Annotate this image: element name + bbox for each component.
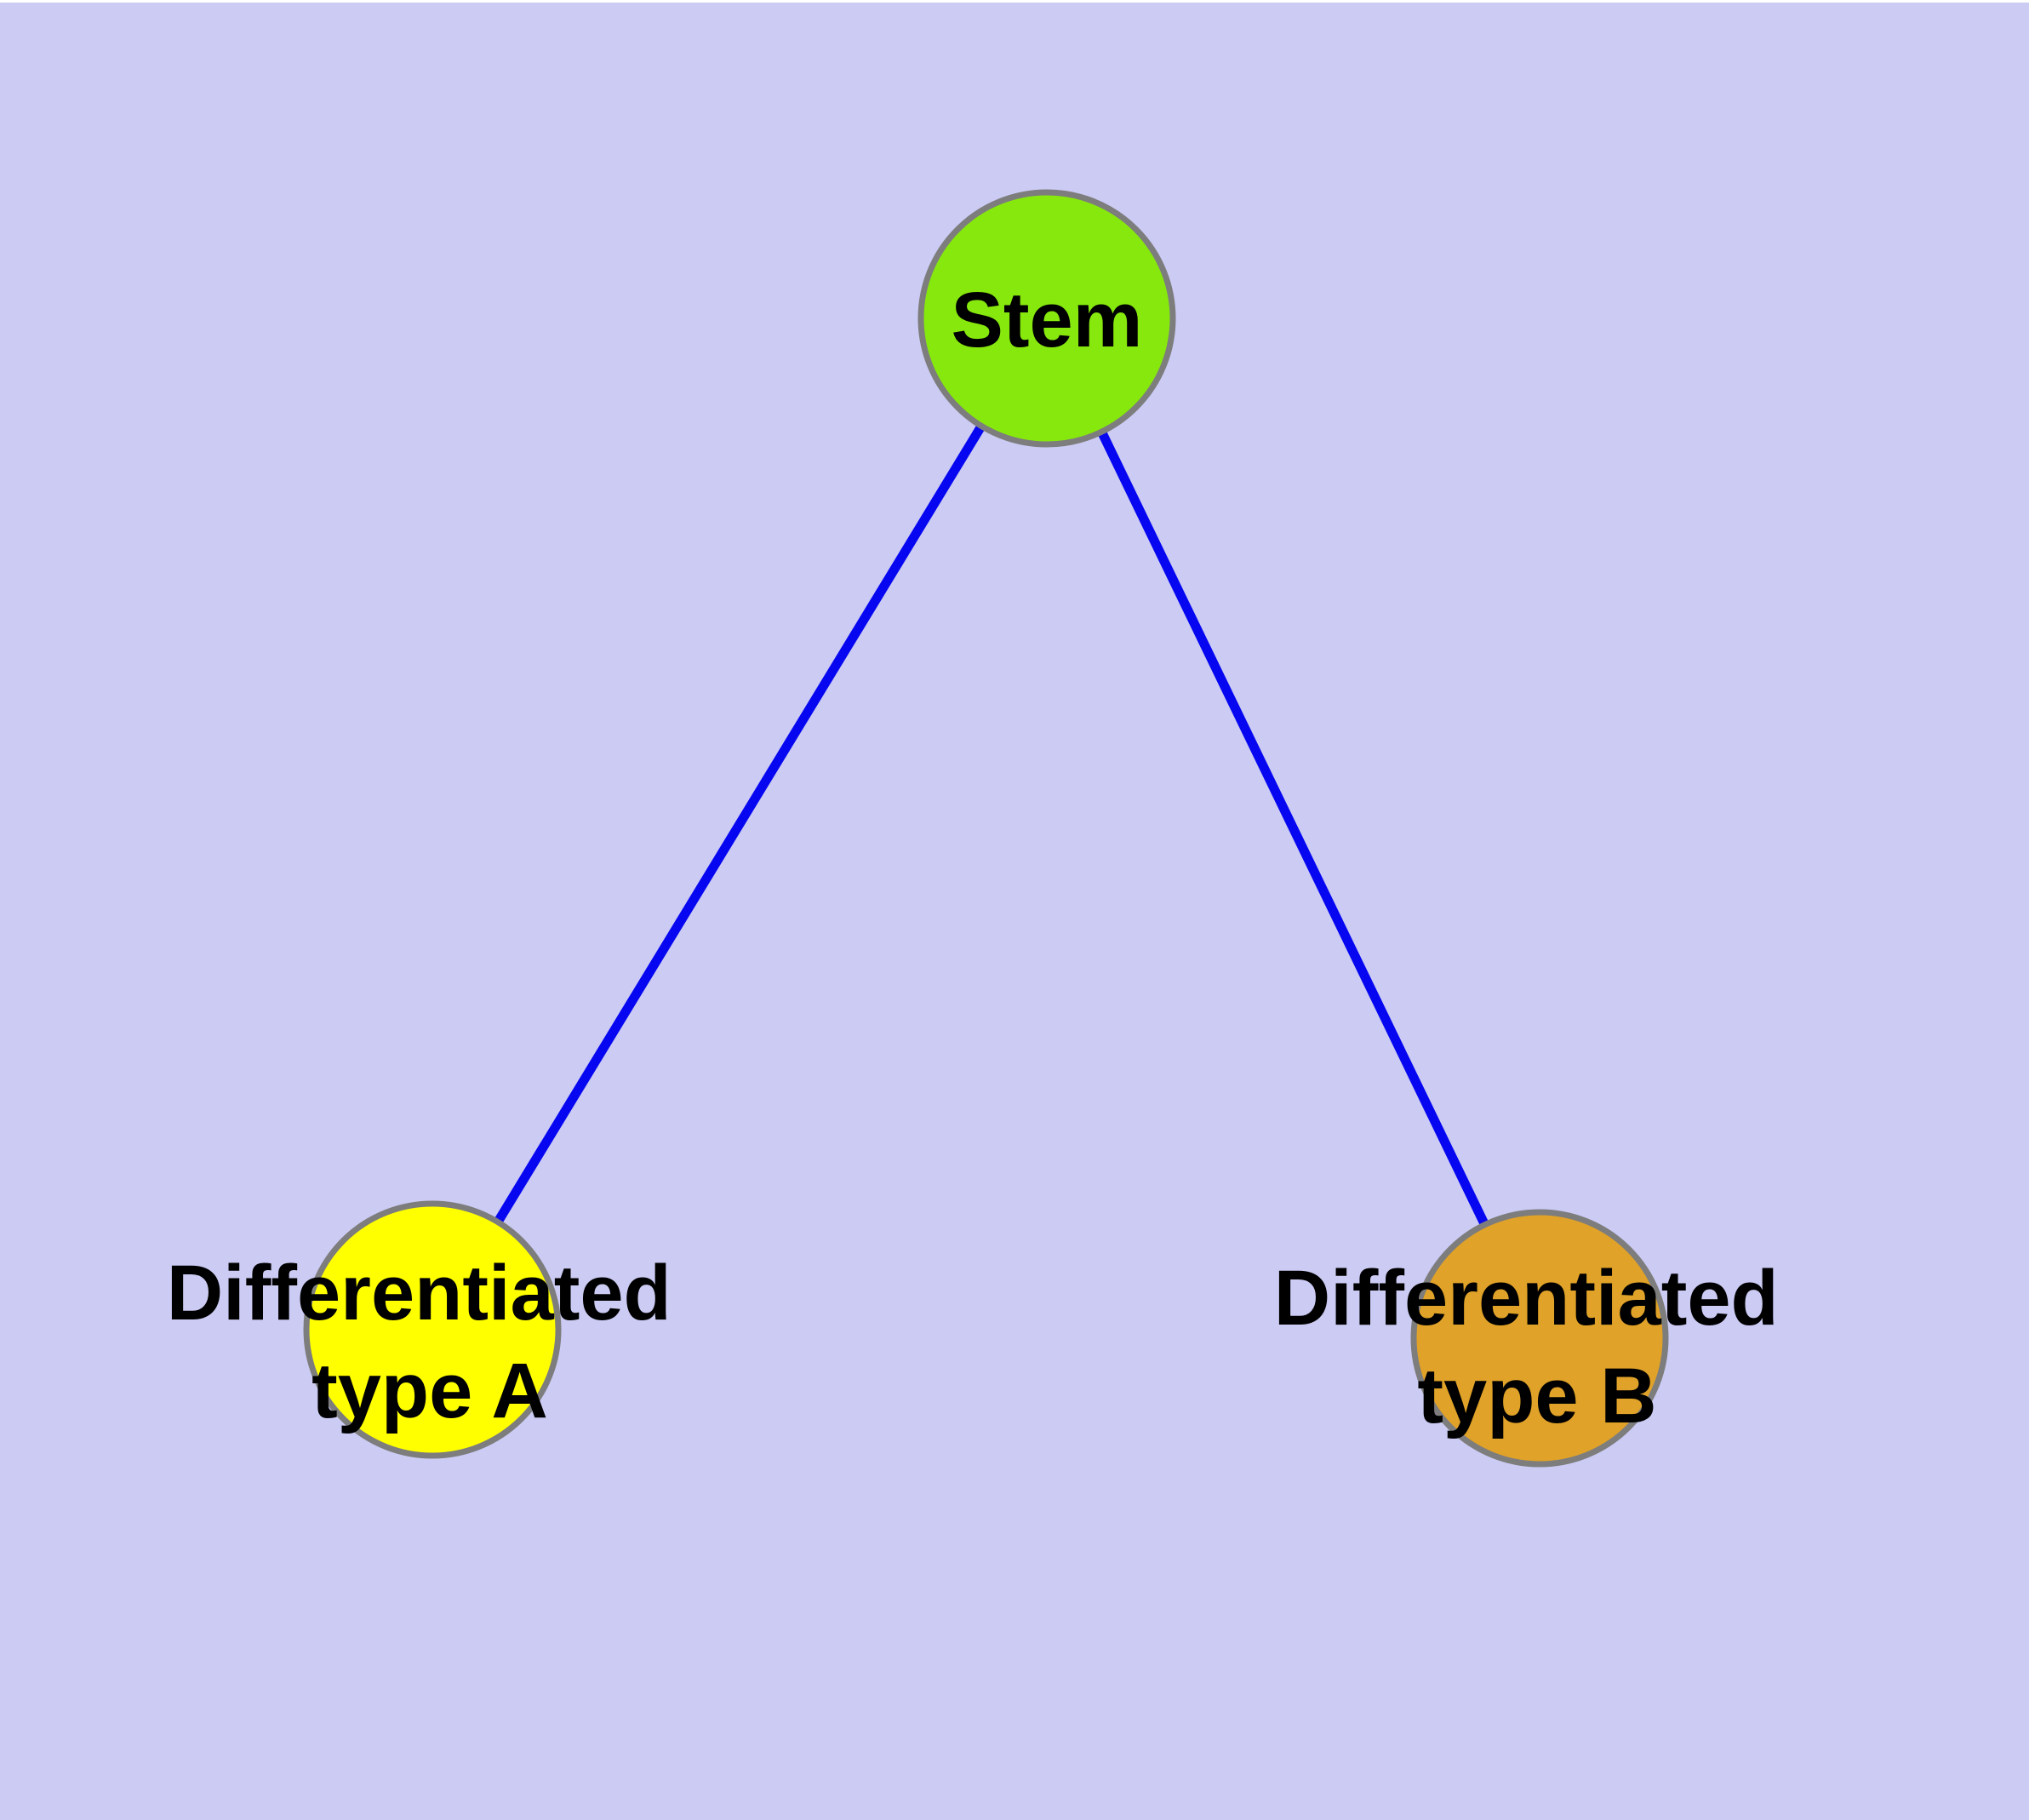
edge-stem-to-type-b (1043, 316, 1544, 1341)
node-label-differentiated-type-b-line1: Differentiated (1274, 1255, 1779, 1342)
edge-stem-to-type-a (428, 316, 1051, 1332)
node-label-stem: Stem (952, 277, 1143, 363)
node-label-differentiated-type-a-line1: Differentiated (167, 1250, 672, 1336)
node-label-differentiated-type-b: Differentiated type B (1274, 1255, 1801, 1439)
node-label-differentiated-type-b-line2: type B (1417, 1353, 1656, 1439)
node-stem (917, 189, 1176, 448)
node-differentiated-type-a (303, 1200, 562, 1459)
node-label-differentiated-type-a-line2: type A (311, 1348, 548, 1434)
node-differentiated-type-b (1410, 1209, 1669, 1468)
node-label-differentiated-type-a: Differentiated type A (167, 1250, 694, 1434)
